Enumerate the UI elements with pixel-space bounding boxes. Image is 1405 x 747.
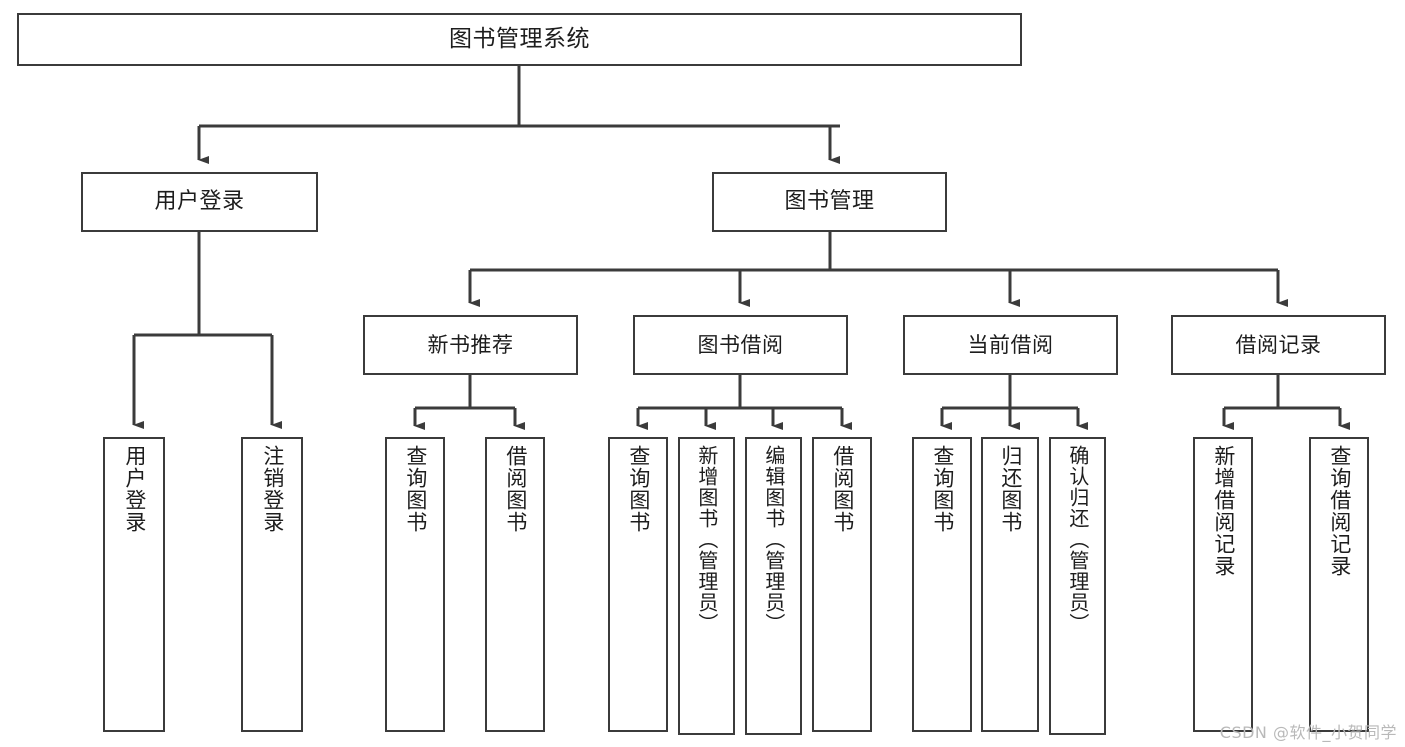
node-user-login[interactable]: 用户登录 xyxy=(81,172,318,232)
node-current-borrow[interactable]: 当前借阅 xyxy=(903,315,1118,375)
node-label: 查询借阅记录 xyxy=(1327,445,1352,577)
node-book-management[interactable]: 图书管理 xyxy=(712,172,947,232)
node-leaf-add-book-admin[interactable]: 新增图书（管理员） xyxy=(678,437,735,735)
node-leaf-borrow-book-2[interactable]: 借阅图书 xyxy=(812,437,872,732)
node-label: 查询图书 xyxy=(626,445,651,533)
csdn-watermark: CSDN @软件_小贺同学 xyxy=(1219,723,1397,742)
node-label: 新书推荐 xyxy=(427,332,514,357)
node-label: 当前借阅 xyxy=(967,332,1054,357)
node-label: 编辑图书（管理员） xyxy=(761,445,786,634)
node-label: 用户登录 xyxy=(122,445,147,533)
node-label: 借阅记录 xyxy=(1235,332,1322,357)
node-label: 注销登录 xyxy=(260,445,285,533)
node-label: 新增图书（管理员） xyxy=(694,445,719,634)
node-leaf-query-book-3[interactable]: 查询图书 xyxy=(912,437,972,732)
node-leaf-borrow-book-1[interactable]: 借阅图书 xyxy=(485,437,545,732)
node-label: 图书管理 xyxy=(784,189,875,215)
node-borrow-record[interactable]: 借阅记录 xyxy=(1171,315,1386,375)
node-leaf-query-book-2[interactable]: 查询图书 xyxy=(608,437,668,732)
node-label: 新增借阅记录 xyxy=(1211,445,1236,577)
node-label: 借阅图书 xyxy=(830,445,855,533)
node-label: 图书管理系统 xyxy=(449,25,590,52)
node-label: 查询图书 xyxy=(403,445,428,533)
node-label: 用户登录 xyxy=(154,189,245,215)
node-book-borrow[interactable]: 图书借阅 xyxy=(633,315,848,375)
node-leaf-add-borrow-record[interactable]: 新增借阅记录 xyxy=(1193,437,1253,732)
node-label: 确认归还（管理员） xyxy=(1065,445,1090,634)
node-leaf-user-login[interactable]: 用户登录 xyxy=(103,437,165,732)
node-label: 查询图书 xyxy=(930,445,955,533)
node-leaf-confirm-return-admin[interactable]: 确认归还（管理员） xyxy=(1049,437,1106,735)
node-leaf-logout-login[interactable]: 注销登录 xyxy=(241,437,303,732)
node-leaf-query-book-1[interactable]: 查询图书 xyxy=(385,437,445,732)
node-label: 图书借阅 xyxy=(697,332,784,357)
node-root-book-management-system[interactable]: 图书管理系统 xyxy=(17,13,1022,66)
node-label: 归还图书 xyxy=(998,445,1023,533)
node-new-book-recommend[interactable]: 新书推荐 xyxy=(363,315,578,375)
node-leaf-return-book[interactable]: 归还图书 xyxy=(981,437,1039,732)
node-label: 借阅图书 xyxy=(503,445,528,533)
node-leaf-edit-book-admin[interactable]: 编辑图书（管理员） xyxy=(745,437,802,735)
node-leaf-query-borrow-record[interactable]: 查询借阅记录 xyxy=(1309,437,1369,732)
